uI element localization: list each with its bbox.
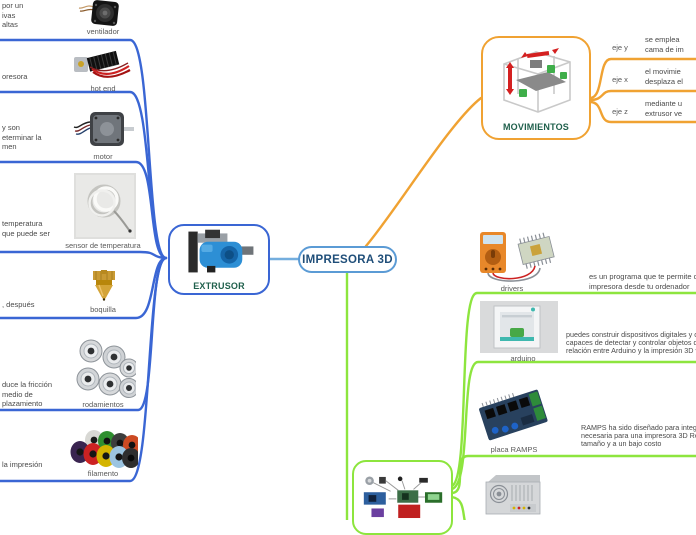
topic-eje-z-label[interactable]: eje z	[612, 107, 628, 116]
topic-arduino-label[interactable]: arduino	[510, 354, 536, 363]
topic-eje-y-note[interactable]: se emplea cama de im	[645, 35, 684, 54]
branch-filamento-line	[0, 256, 168, 483]
topic-ramps-note[interactable]: RAMPS ha sido diseñado para integrar to …	[581, 423, 696, 448]
branch-eje-y-line	[588, 57, 696, 100]
branch-eje-z-line	[588, 100, 696, 124]
branch-drivers-line	[450, 291, 696, 488]
topic-motor-label[interactable]: motor	[93, 152, 113, 161]
topic-eje-z-note[interactable]: mediante u extrusor ve	[645, 99, 683, 118]
topic-sensor-label[interactable]: sensor de temperatura	[65, 241, 141, 250]
topic-impresora-3d[interactable]: IMPRESORA 3D	[298, 246, 397, 273]
multimeter-driver-photo[interactable]	[474, 230, 560, 283]
power-supply-photo[interactable]	[482, 472, 544, 518]
brass-nozzle-photo[interactable]	[88, 270, 120, 303]
center-movimientos-line	[364, 96, 483, 248]
topic-ventilador-label[interactable]: ventilador	[86, 27, 120, 36]
topic-filamento-note[interactable]: la impresión	[2, 460, 43, 469]
topic-drivers-label[interactable]: drivers	[500, 284, 524, 293]
topic-extrusor-label[interactable]: EXTRUSOR	[193, 281, 245, 291]
bearings-photo[interactable]	[74, 338, 136, 398]
connector-lines	[0, 38, 696, 520]
ramps-board-photo[interactable]	[477, 382, 549, 445]
topic-hotend-note[interactable]: oresora	[2, 72, 28, 81]
topic-sensor-note[interactable]: temperatura que puede ser	[2, 219, 50, 238]
extruder-photo	[188, 229, 254, 273]
electronics-wiring-photo[interactable]	[360, 472, 446, 522]
topic-rodamientos-label[interactable]: rodamientos	[82, 400, 124, 409]
branch-ramps-line	[450, 454, 696, 495]
topic-boquilla-label[interactable]: boquilla	[90, 305, 116, 314]
filament-spools-photo[interactable]	[70, 428, 138, 468]
hotend-photo[interactable]	[72, 46, 132, 84]
topic-ramps-label[interactable]: placa RAMPS	[490, 445, 538, 454]
branch-power-supply-line	[450, 495, 466, 520]
topic-eje-y-label[interactable]: eje y	[612, 43, 628, 52]
topic-drivers-note[interactable]: es un programa que te permite contro imp…	[589, 272, 696, 291]
branch-arduino-line	[450, 360, 696, 491]
topic-arduino-note[interactable]: puedes construir dispositivos digitales …	[566, 330, 696, 355]
branch-motor-line	[0, 160, 168, 260]
topic-impresora-3d-label: IMPRESORA 3D	[302, 253, 393, 266]
topic-motor-note[interactable]: y son eterminar la men	[2, 123, 42, 151]
branch-sensor-line	[0, 250, 168, 260]
fan-photo[interactable]	[76, 0, 128, 26]
topic-boquilla-note[interactable]: , después	[2, 300, 35, 309]
topic-hotend-label[interactable]: hot end	[90, 84, 116, 93]
printer-box-photo[interactable]	[480, 301, 558, 353]
topic-rodamientos-note[interactable]: duce la fricción medio de plazamiento	[2, 380, 53, 408]
topic-filamento-label[interactable]: filamento	[87, 469, 119, 478]
topic-eje-x-label[interactable]: eje x	[612, 75, 628, 84]
topic-movimientos-label[interactable]: MOVIMIENTOS	[502, 122, 570, 132]
stepper-motor-photo[interactable]	[72, 108, 136, 152]
printer-axes-photo[interactable]	[494, 42, 578, 118]
branch-eje-x-line	[588, 89, 696, 102]
topic-ventilador-note[interactable]: por un ivas altas	[2, 1, 24, 29]
topic-eje-x-note[interactable]: el movimie desplaza el	[645, 67, 683, 86]
thermistor-cable-photo[interactable]	[74, 173, 136, 239]
